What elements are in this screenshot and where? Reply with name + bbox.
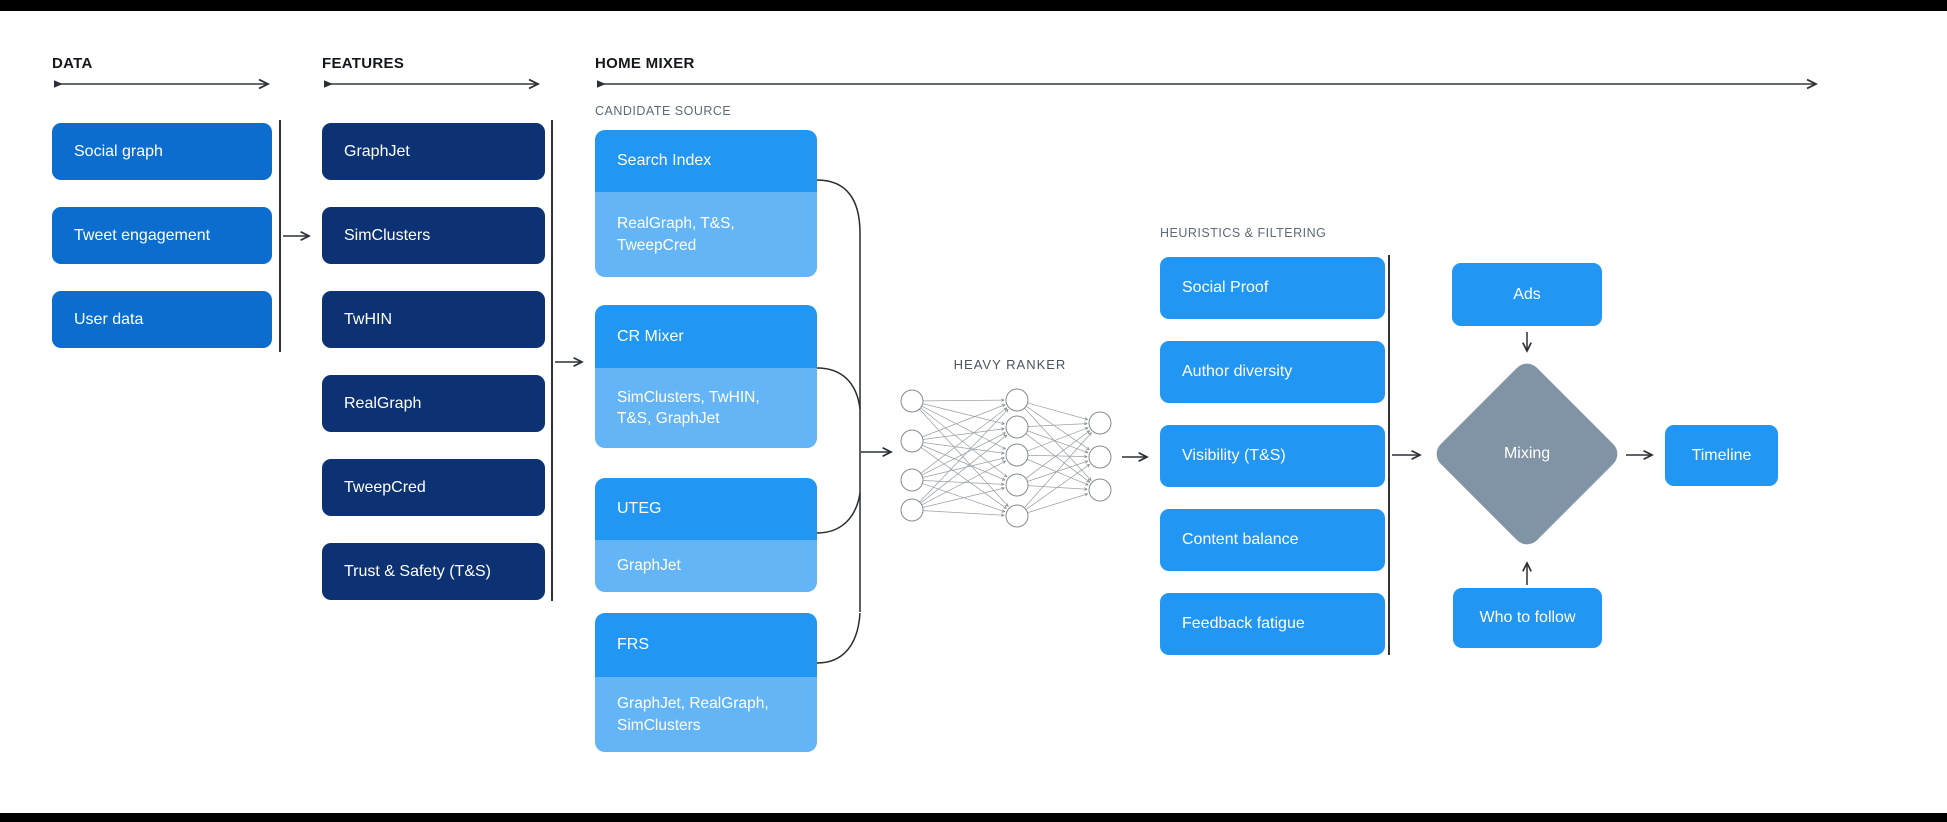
node-visibility: Visibility (T&S) [1160, 425, 1385, 487]
node-twhin: TwHIN [322, 291, 545, 348]
node-feedback-fatigue: Feedback fatigue [1160, 593, 1385, 655]
heavy-ranker-network [900, 388, 1112, 528]
curve-search-index [816, 179, 861, 612]
candidate-sub-features: SimClusters, TwHIN, T&S, GraphJet [595, 368, 817, 448]
flow-arrows [283, 236, 1652, 585]
candidate-group-cr-mixer: CR Mixer SimClusters, TwHIN, T&S, GraphJ… [595, 305, 817, 448]
curve-cr-mixer [816, 367, 861, 410]
node-content-balance: Content balance [1160, 509, 1385, 571]
node-user-data: User data [52, 291, 272, 348]
candidate-name: UTEG [595, 478, 817, 540]
node-social-graph: Social graph [52, 123, 272, 180]
node-simclusters: SimClusters [322, 207, 545, 264]
node-who-to-follow: Who to follow [1453, 588, 1602, 648]
candidate-sub-features: RealGraph, T&S, TweepCred [595, 192, 817, 277]
curve-frs [816, 612, 861, 664]
section-label-data: DATA [52, 55, 93, 72]
candidate-group-frs: FRS GraphJet, RealGraph, SimClusters [595, 613, 817, 752]
node-author-diversity: Author diversity [1160, 341, 1385, 403]
node-trust-safety: Trust & Safety (T&S) [322, 543, 545, 600]
section-label-features: FEATURES [322, 55, 405, 72]
label-candidate-source: CANDIDATE SOURCE [595, 104, 732, 118]
candidate-name: FRS [595, 613, 817, 677]
bottom-letterbox-bar [0, 813, 1947, 822]
candidate-sub-features: GraphJet [595, 540, 817, 592]
curve-uteg [816, 492, 861, 534]
candidate-collector-curves [816, 179, 861, 664]
candidate-sub-features: GraphJet, RealGraph, SimClusters [595, 677, 817, 752]
node-timeline: Timeline [1665, 425, 1778, 486]
candidate-group-uteg: UTEG GraphJet [595, 478, 817, 592]
node-realgraph: RealGraph [322, 375, 545, 432]
candidate-group-search-index: Search Index RealGraph, T&S, TweepCred [595, 130, 817, 277]
label-heuristics-filtering: HEURISTICS & FILTERING [1160, 226, 1327, 240]
node-graphjet: GraphJet [322, 123, 545, 180]
node-tweepcred: TweepCred [322, 459, 545, 516]
section-label-home-mixer: HOME MIXER [595, 55, 695, 72]
mixing-label: Mixing [1503, 444, 1551, 462]
candidate-name: CR Mixer [595, 305, 817, 368]
node-tweet-engagement: Tweet engagement [52, 207, 272, 264]
node-social-proof: Social Proof [1160, 257, 1385, 319]
node-ads: Ads [1452, 263, 1602, 326]
top-letterbox-bar [0, 0, 1947, 11]
label-heavy-ranker: HEAVY RANKER [953, 357, 1067, 372]
candidate-name: Search Index [595, 130, 817, 192]
divider-lines [279, 120, 1390, 655]
